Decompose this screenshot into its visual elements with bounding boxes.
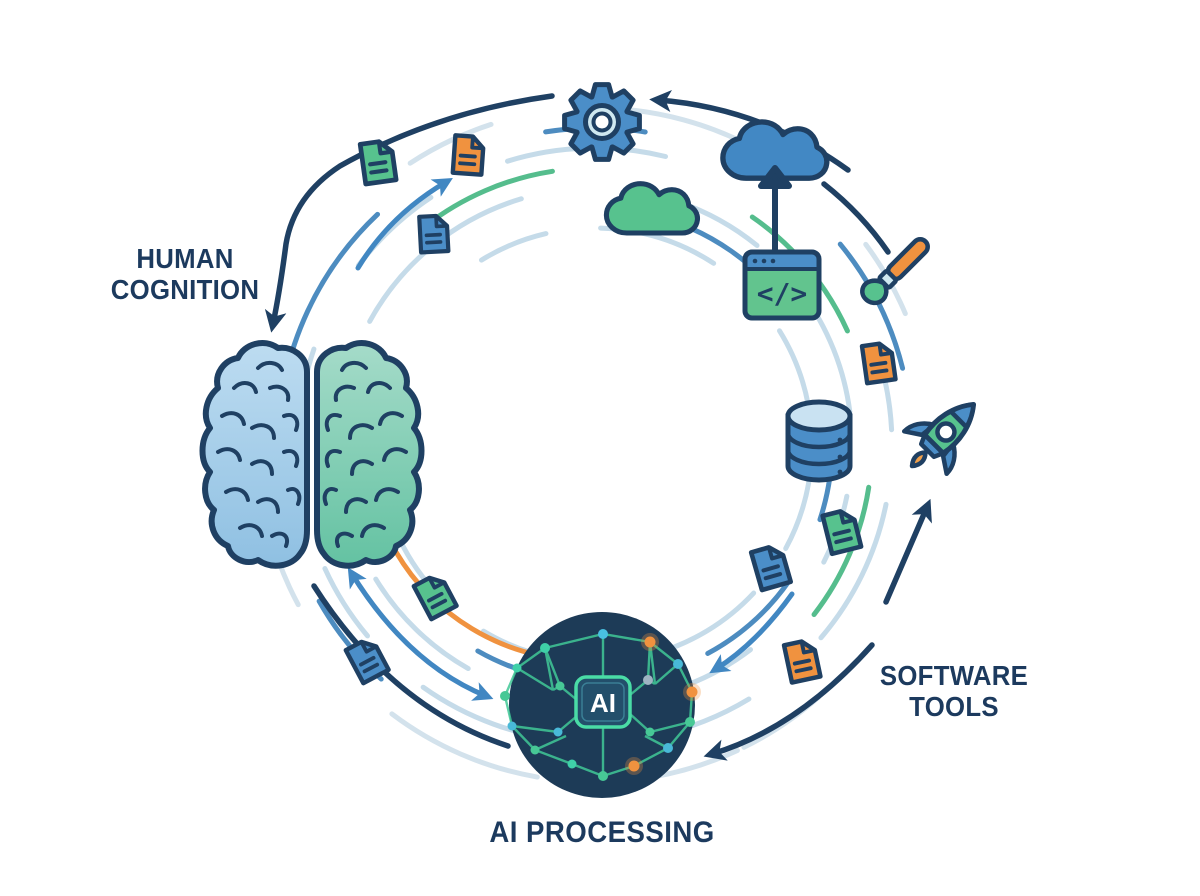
code-symbol: </> (757, 277, 808, 310)
gear-icon (562, 82, 642, 162)
arrow-into-ai-navy (703, 642, 875, 761)
upload-cloud-icon (723, 122, 827, 257)
ai-network-icon: AI (500, 612, 701, 798)
arrow-into-ai-blue (709, 591, 795, 674)
database-icon (785, 399, 853, 483)
document-icon-green-1 (360, 140, 396, 184)
paintbrush-icon (860, 237, 930, 306)
arrow-into-brain (264, 93, 555, 333)
document-icon-blue-2 (751, 544, 791, 590)
brain-right-hemisphere (314, 340, 425, 569)
arrow-bidirectional-bottom-left (347, 567, 494, 701)
document-icon-orange-2 (862, 342, 896, 383)
label-software-tools: SOFTWARE TOOLS (879, 660, 1029, 722)
ai-chip: AI (574, 675, 632, 729)
upload-arrow (758, 165, 792, 257)
code-window-icon: </> (742, 249, 822, 321)
cloud-icon (606, 184, 697, 233)
navy-arc-bottom-left (311, 583, 511, 749)
label-human-cognition: HUMAN COGNITION (110, 243, 260, 305)
document-icon-blue-3 (346, 637, 389, 683)
document-icon-orange-3 (784, 639, 820, 682)
ai-chip-label: AI (590, 688, 616, 718)
document-icon-green-2 (823, 509, 861, 554)
brain-icon (199, 340, 425, 569)
brain-left-hemisphere (199, 340, 310, 569)
rocket-icon (901, 401, 977, 477)
document-icon-blue-1 (419, 215, 448, 252)
arrow-docs-up (355, 177, 453, 271)
label-ai-processing: AI PROCESSING (489, 816, 715, 849)
ai-network-nodes (500, 629, 701, 781)
document-icon-orange-1 (453, 135, 484, 174)
navy-arc-top-right (821, 181, 891, 255)
arrow-up-right-side (883, 498, 932, 605)
